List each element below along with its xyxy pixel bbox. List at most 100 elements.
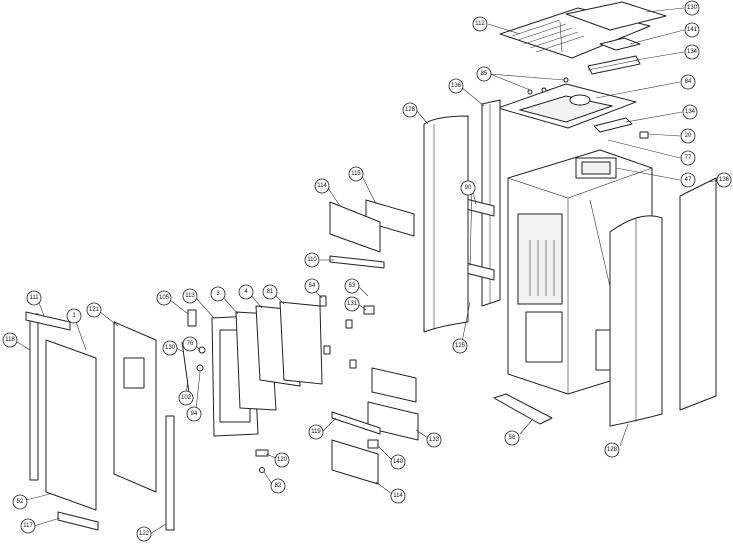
callout-121: 121 xyxy=(86,302,102,318)
callout-110: 110 xyxy=(304,252,320,268)
rail-110 xyxy=(329,255,385,269)
left-side-panel-52 xyxy=(45,339,97,511)
callout-76: 76 xyxy=(182,336,198,352)
svg-text:114: 114 xyxy=(317,183,327,189)
callout-131: 131 xyxy=(344,296,360,312)
rail-119 xyxy=(331,411,381,435)
callout-130: 130 xyxy=(684,0,700,16)
callout-53: 53 xyxy=(344,278,360,294)
callout-102: 102 xyxy=(178,390,194,406)
callout-115: 115 xyxy=(348,166,364,182)
svg-text:90: 90 xyxy=(465,185,472,191)
callout-94: 94 xyxy=(186,406,202,422)
callout-136a: 136 xyxy=(448,78,464,94)
svg-text:82: 82 xyxy=(275,483,282,489)
svg-text:134: 134 xyxy=(685,109,696,115)
handle-120 xyxy=(255,449,269,457)
svg-text:54: 54 xyxy=(309,283,316,289)
svg-text:118: 118 xyxy=(5,337,15,343)
callout-20: 20 xyxy=(680,128,696,144)
svg-text:125: 125 xyxy=(455,343,466,349)
svg-text:114: 114 xyxy=(393,493,403,499)
svg-text:128: 128 xyxy=(405,107,416,113)
callout-136b: 136 xyxy=(716,172,732,188)
svg-text:115: 115 xyxy=(351,171,361,177)
svg-text:110: 110 xyxy=(307,257,317,263)
svg-text:119: 119 xyxy=(311,429,321,435)
svg-text:113: 113 xyxy=(185,293,195,299)
callout-77: 77 xyxy=(680,150,696,166)
clip-140 xyxy=(367,439,379,449)
svg-text:52: 52 xyxy=(17,499,24,505)
callout-130b: 130 xyxy=(162,340,178,356)
top-strip-111 xyxy=(25,311,71,331)
screw-82 xyxy=(259,467,265,473)
screws-85 xyxy=(527,77,569,95)
callout-119: 119 xyxy=(308,424,324,440)
svg-text:121: 121 xyxy=(89,307,100,313)
base-rail-58 xyxy=(493,393,553,425)
callout-128a: 128 xyxy=(402,102,418,118)
svg-text:47: 47 xyxy=(685,177,692,183)
panel-114a xyxy=(329,201,381,253)
svg-text:117: 117 xyxy=(23,523,33,529)
callout-125: 125 xyxy=(452,338,468,354)
svg-text:140: 140 xyxy=(393,459,404,465)
callout-47: 47 xyxy=(680,172,696,188)
callout-141: 141 xyxy=(684,22,700,38)
callout-117: 117 xyxy=(20,518,36,534)
callout-3: 3 xyxy=(210,286,226,302)
curved-front-panel-128b xyxy=(609,215,663,427)
panel-114b xyxy=(331,439,379,485)
top-lid-panel xyxy=(565,1,667,31)
svg-text:136: 136 xyxy=(719,177,730,183)
left-rail-118 xyxy=(29,313,39,481)
top-bracket-134b xyxy=(593,117,633,133)
svg-text:105: 105 xyxy=(159,295,170,301)
bottom-strip-117 xyxy=(57,511,99,531)
svg-text:133: 133 xyxy=(429,437,440,443)
svg-text:111: 111 xyxy=(29,295,39,301)
callout-114b: 114 xyxy=(390,488,406,504)
svg-text:77: 77 xyxy=(685,155,692,161)
svg-text:141: 141 xyxy=(687,27,698,33)
callout-81: 81 xyxy=(262,284,278,300)
svg-text:128: 128 xyxy=(607,447,618,453)
svg-text:130: 130 xyxy=(165,345,176,351)
callout-111: 111 xyxy=(26,290,42,306)
callout-84: 84 xyxy=(680,74,696,90)
svg-text:94: 94 xyxy=(191,411,198,417)
callout-52: 52 xyxy=(12,494,28,510)
callout-114a: 114 xyxy=(314,178,330,194)
svg-text:120: 120 xyxy=(277,457,288,463)
small-clip-20 xyxy=(639,131,649,139)
front-panel-121 xyxy=(113,321,157,493)
callout-112: 112 xyxy=(472,16,488,32)
callout-120: 120 xyxy=(274,452,290,468)
svg-text:20: 20 xyxy=(685,133,692,139)
svg-text:122: 122 xyxy=(139,531,150,537)
callout-54: 54 xyxy=(304,278,320,294)
svg-text:81: 81 xyxy=(267,289,274,295)
callout-134b: 134 xyxy=(682,104,698,120)
top-bracket-134 xyxy=(587,55,641,75)
svg-text:84: 84 xyxy=(685,79,692,85)
svg-text:53: 53 xyxy=(349,283,356,289)
callout-4: 4 xyxy=(238,284,254,300)
callout-1: 1 xyxy=(66,308,82,324)
bracket-115 xyxy=(365,199,415,237)
callout-105: 105 xyxy=(156,290,172,306)
callout-82: 82 xyxy=(270,478,286,494)
svg-text:131: 131 xyxy=(347,301,358,307)
top-plate-141 xyxy=(599,37,641,51)
hinge-105 xyxy=(187,309,197,327)
callout-134a: 134 xyxy=(684,44,700,60)
callout-85: 85 xyxy=(476,66,492,82)
svg-text:136: 136 xyxy=(451,83,462,89)
svg-text:58: 58 xyxy=(509,435,516,441)
callout-58: 58 xyxy=(504,430,520,446)
svg-text:85: 85 xyxy=(481,71,488,77)
callout-140: 140 xyxy=(390,454,406,470)
